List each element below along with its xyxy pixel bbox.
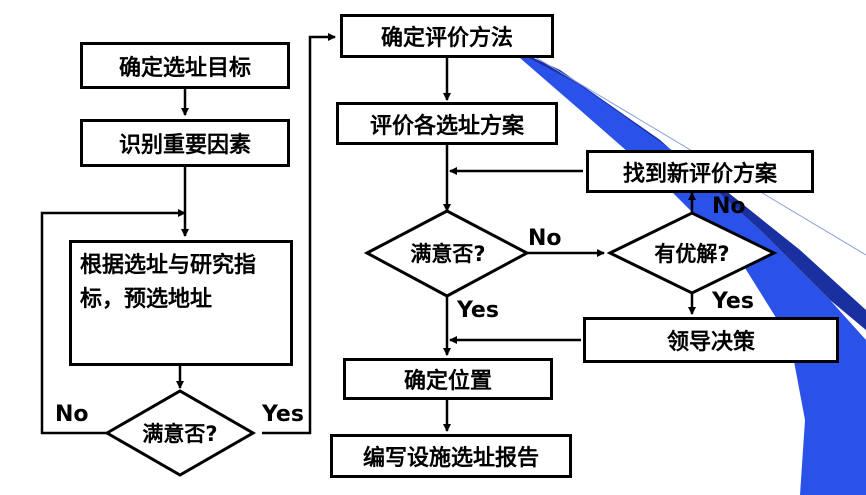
box-determine-site-goal: 确定选址目标 xyxy=(80,42,290,89)
box-preselect-sites: 根据选址与研究指标，预选地址 xyxy=(69,240,293,366)
box-determine-method: 确定评价方法 xyxy=(340,14,554,58)
label-side-yes: Yes xyxy=(712,289,754,314)
decision-right-satisfied: 满意否? xyxy=(410,242,486,266)
label-side-no: No xyxy=(712,194,746,219)
box-identify-factors: 识别重要因素 xyxy=(80,119,290,167)
decision-left-satisfied: 满意否? xyxy=(142,422,218,446)
decision-has-optimal: 有优解? xyxy=(654,242,730,266)
decor-blue-swoosh xyxy=(505,45,866,495)
label-left-no: No xyxy=(55,402,89,427)
label-left-yes: Yes xyxy=(262,402,304,427)
box-write-report: 编写设施选址报告 xyxy=(330,434,572,478)
box-determine-location: 确定位置 xyxy=(343,358,553,400)
box-find-new-method: 找到新评价方案 xyxy=(586,150,814,193)
box-evaluate-options: 评价各选址方案 xyxy=(336,102,558,145)
label-right-yes: Yes xyxy=(457,298,499,323)
box-leader-decision: 领导决策 xyxy=(583,317,839,363)
label-right-no: No xyxy=(528,226,562,251)
